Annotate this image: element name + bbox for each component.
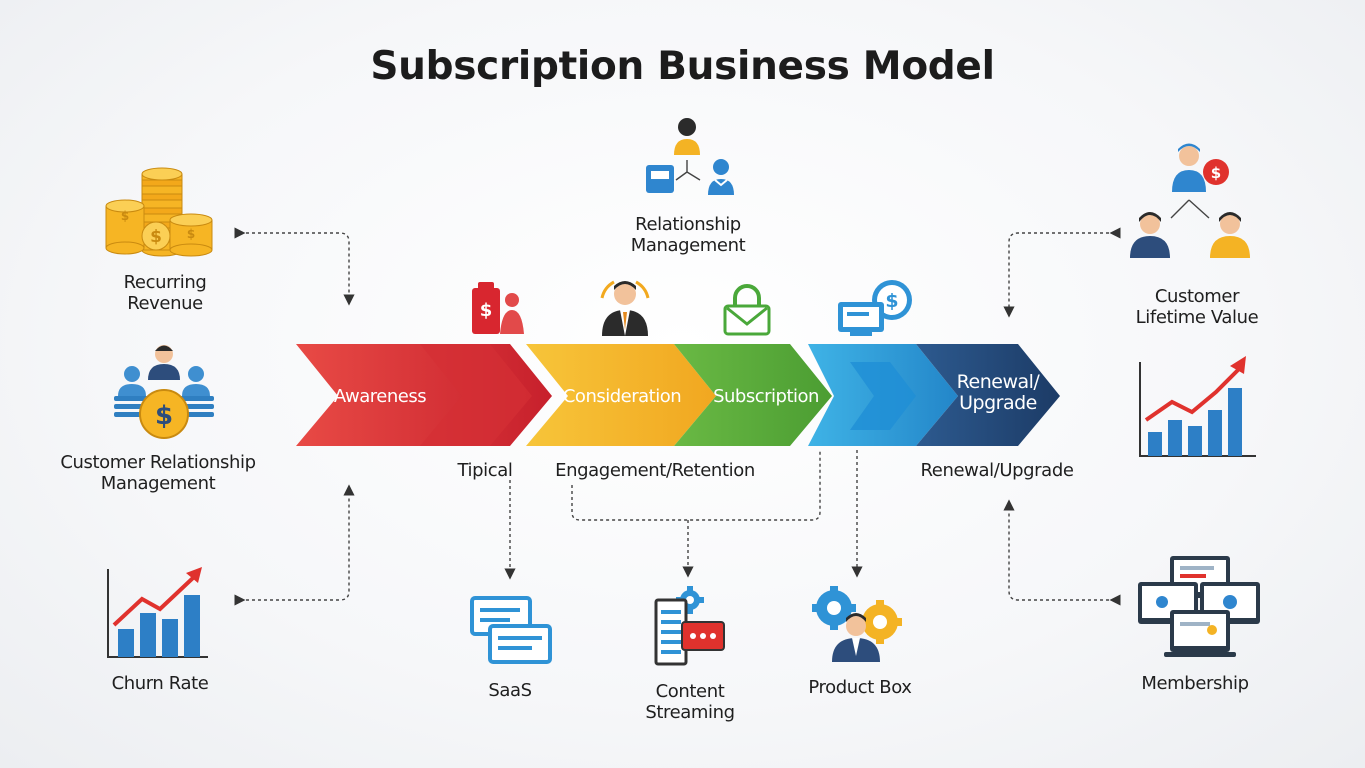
stage-renewal-line2: Upgrade [959,392,1037,414]
coins-stack-icon: $ $ $ [105,167,213,257]
svg-text:$: $ [1211,164,1221,182]
relationship-management-line2: Management [630,235,746,256]
svg-text:$: $ [480,300,493,321]
lock-mail-icon [723,284,771,336]
relationship-management-line1: Relationship [635,214,741,235]
churn-rate-label: Churn Rate [111,673,209,694]
chat-windows-icon [470,596,552,664]
svg-text:$: $ [885,290,898,312]
dollar-tag-person-icon: $ [472,282,524,334]
stage-renewal-label: Renewal/ Upgrade [936,372,1060,414]
diagram-title: Subscription Business Model [370,44,995,89]
crm-label: Customer Relationship Management [50,452,266,494]
content-streaming-label: Content Streaming [645,681,735,723]
stage-awareness-inner-chevron [420,344,532,446]
document-gear-icon [654,586,725,666]
gears-person-icon [812,586,902,662]
stage-payment-inner-chevron [850,362,916,430]
saas-label: SaaS [488,680,532,701]
stage-renewal-line1: Renewal/ [956,371,1040,393]
stage-awareness-label: Awareness [333,386,427,407]
team-dollar-icon: $ [114,345,214,439]
phase-tipical-label: Tipical [457,460,513,481]
clv-label: Customer Lifetime Value [1120,286,1274,328]
membership-label: Membership [1141,673,1249,694]
stage-subscription-chevron [674,344,832,446]
svg-text:$: $ [150,227,162,247]
svg-text:$: $ [155,401,173,431]
recurring-revenue-label: Recurring Revenue [90,272,240,314]
stage-subscription-label: Subscription [713,386,819,407]
clv-line2: Lifetime Value [1135,307,1259,328]
stage-consideration-label: Consideration [562,386,682,407]
people-network-icon [646,118,734,195]
recurring-revenue-line2: Revenue [127,293,203,314]
crm-line2: Management [100,473,216,494]
businessman-icon [600,280,650,336]
stage-consideration-chevron [526,344,716,446]
process-chevrons [296,344,1060,446]
crm-line1: Customer Relationship [60,452,256,473]
recurring-revenue-line1: Recurring [123,272,207,293]
phase-engagement-label: Engagement/Retention [555,460,755,481]
bar-chart-up-icon [107,567,208,658]
svg-text:$: $ [187,227,195,241]
relationship-management-label: Relationship Management [610,214,766,256]
svg-text:$: $ [121,209,129,223]
clv-line1: Customer [1154,286,1240,307]
growth-chart-icon [1139,356,1256,457]
phase-renewal-label: Renewal/Upgrade [920,460,1074,481]
product-box-label: Product Box [808,677,912,698]
monitor-dollar-icon: $ [838,280,912,336]
people-dollar-network-icon: $ [1130,143,1250,258]
devices-icon [1138,556,1260,657]
stage-renewal-chevron [916,344,1060,446]
